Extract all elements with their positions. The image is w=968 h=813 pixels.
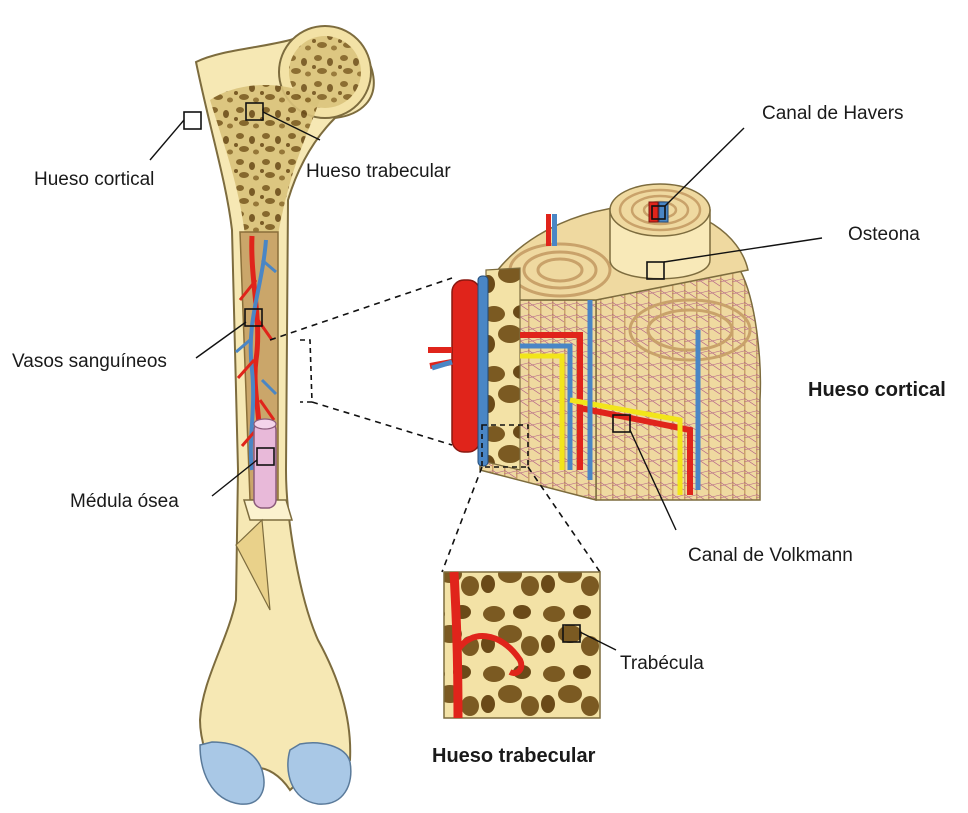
label-marrow: Médula ósea <box>70 492 179 511</box>
label-volkmann-canal: Canal de Volkmann <box>688 546 853 565</box>
femur-illustration <box>150 26 374 804</box>
label-vessels: Vasos sanguíneos <box>12 352 167 371</box>
inset-artery <box>454 572 458 718</box>
label-femur-trabecular: Hueso trabecular <box>306 162 451 181</box>
marker-box-cortical <box>184 112 201 129</box>
label-femur-cortical: Hueso cortical <box>34 170 154 189</box>
large-artery <box>452 280 480 452</box>
large-vein <box>478 276 488 466</box>
lateral-condyle <box>288 743 351 804</box>
title-cortical-bone: Hueso cortical <box>808 380 946 400</box>
cortical-block-illustration <box>428 128 822 530</box>
label-haversian-canal: Canal de Havers <box>762 104 904 123</box>
title-trabecular-bone: Hueso trabecular <box>432 746 595 766</box>
label-osteon: Osteona <box>848 225 920 244</box>
trabecular-inset <box>444 572 616 718</box>
label-trabecula: Trabécula <box>620 654 704 673</box>
